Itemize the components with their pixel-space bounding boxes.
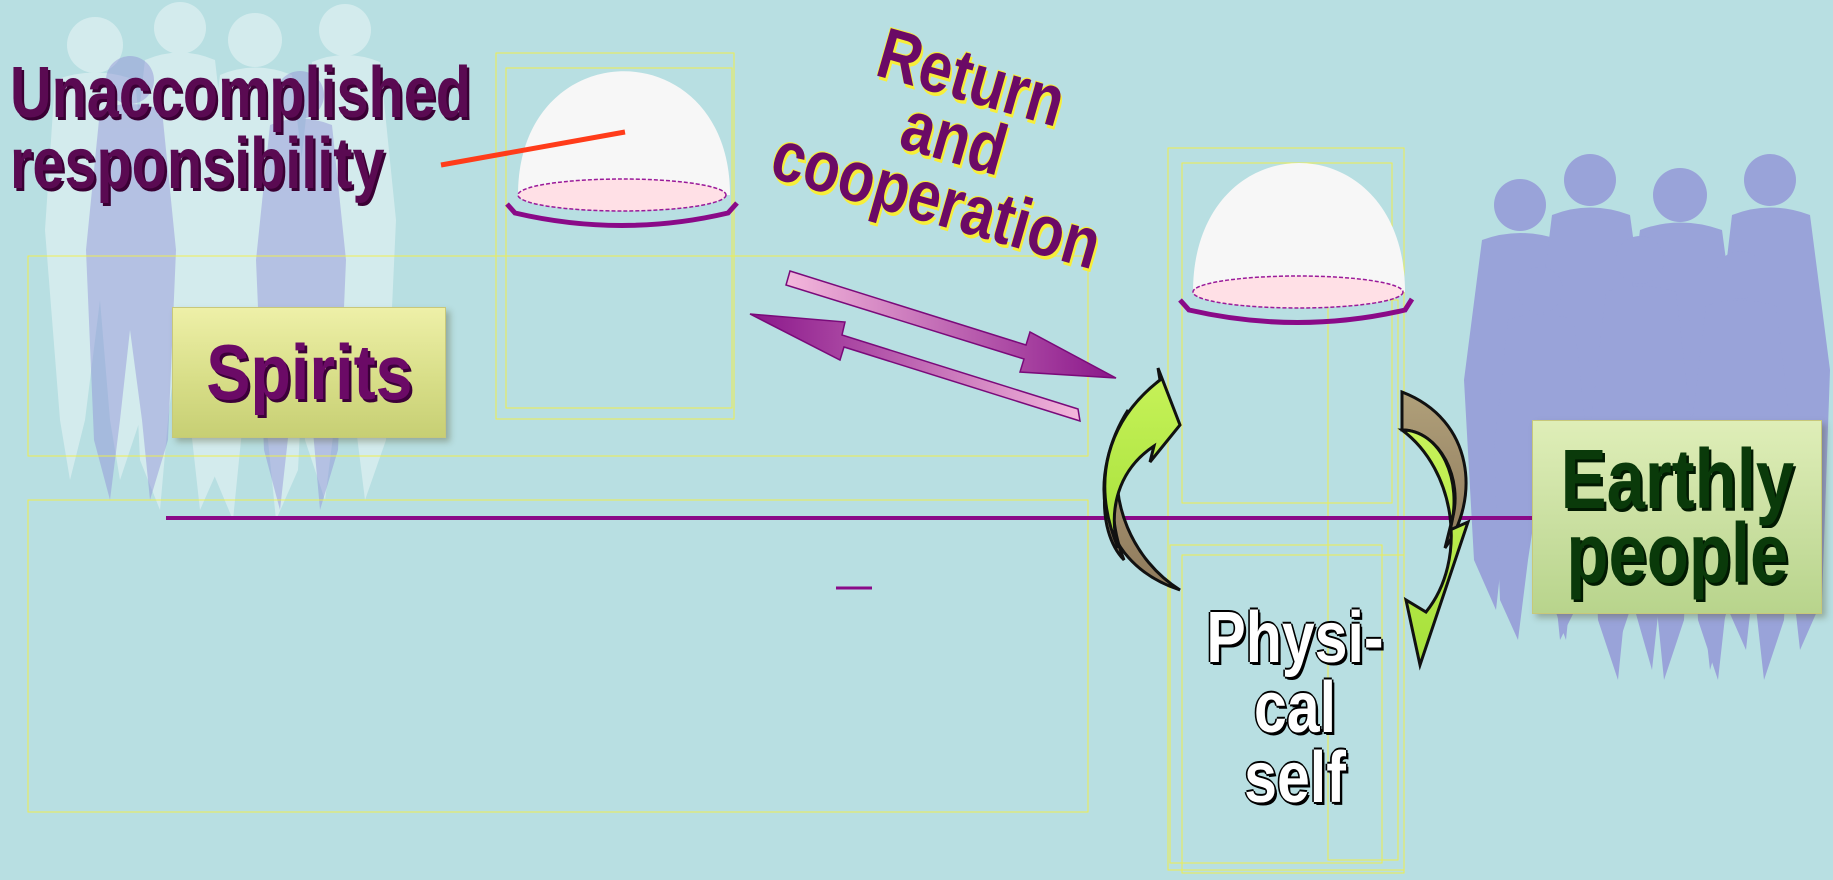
unaccomplished-responsibility-label: Unaccomplished responsibility bbox=[10, 58, 471, 199]
responsibility-line: responsibility bbox=[10, 129, 471, 200]
physi-line: Physi- bbox=[1201, 604, 1390, 674]
unaccomplished-line: Unaccomplished bbox=[10, 58, 471, 129]
spirits-badge: Spirits bbox=[172, 307, 446, 438]
earthly-people-badge: Earthly people bbox=[1532, 420, 1822, 614]
right-dome bbox=[1180, 163, 1412, 323]
cal-line: cal bbox=[1201, 674, 1390, 744]
people-line: people bbox=[1566, 517, 1788, 591]
spirits-label: Spirits bbox=[206, 327, 412, 418]
self-line: self bbox=[1201, 744, 1390, 814]
physical-self-label: Physi- cal self bbox=[1201, 604, 1390, 813]
